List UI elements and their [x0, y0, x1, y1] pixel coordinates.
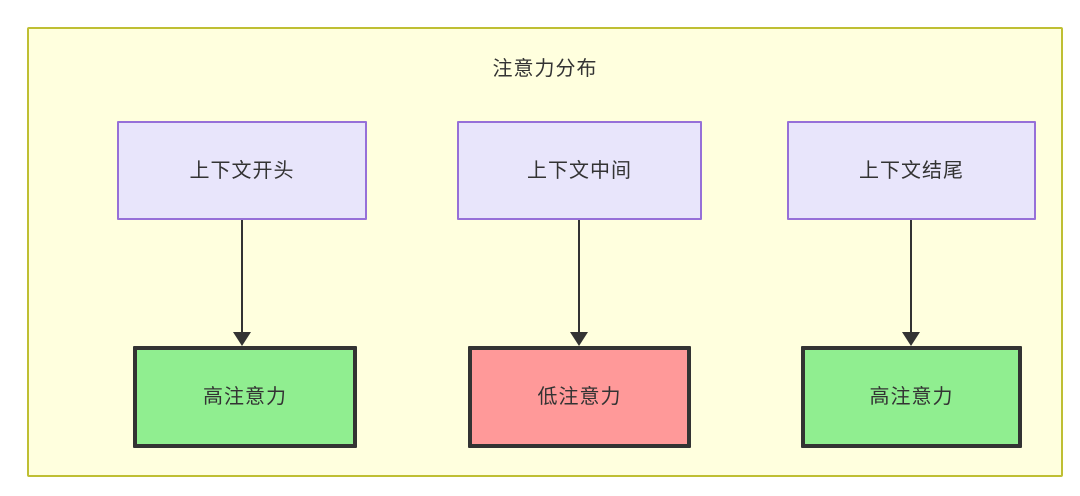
- arrowhead-icon-2: [570, 332, 588, 346]
- arrowhead-icon-1: [233, 332, 251, 346]
- arrowhead-icon-3: [902, 332, 920, 346]
- node-attention-low-middle[interactable]: 低注意力: [468, 346, 691, 448]
- attention-distribution-container: 注意力分布 上下文开头 上下文中间 上下文结尾 高注意力 低注意力 高注意力: [27, 27, 1063, 477]
- node-attention-high-end[interactable]: 高注意力: [801, 346, 1022, 448]
- diagram-title: 注意力分布: [492, 58, 598, 80]
- edge-context-start-to-attention: [241, 220, 243, 338]
- edge-context-end-to-attention: [910, 220, 912, 338]
- node-context-start[interactable]: 上下文开头: [117, 121, 367, 220]
- node-context-end[interactable]: 上下文结尾: [787, 121, 1036, 220]
- edge-context-middle-to-attention: [578, 220, 580, 338]
- node-attention-high-start[interactable]: 高注意力: [133, 346, 357, 448]
- node-context-middle[interactable]: 上下文中间: [457, 121, 702, 220]
